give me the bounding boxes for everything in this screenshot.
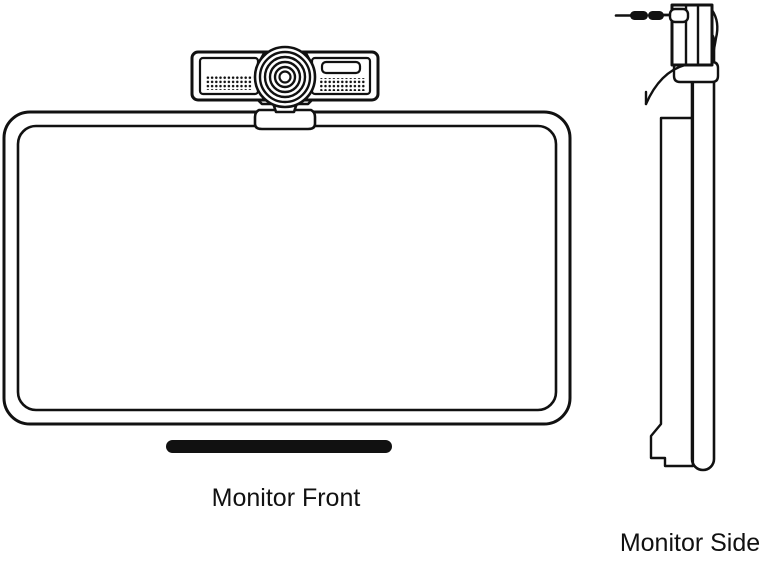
webcam-body [190, 45, 380, 109]
monitor-screen [16, 124, 558, 412]
monitor-stand-base [166, 440, 392, 453]
webcam-usb-cable [614, 7, 690, 106]
side-view-group: Monitor Side [614, 3, 760, 557]
webcam-indicator-light [320, 60, 362, 75]
cable-ferrite-bead-inner [648, 11, 664, 20]
monitor-side-panel [690, 28, 716, 472]
usb-connector [668, 7, 690, 24]
webcam-left-speaker-grille [206, 76, 252, 90]
monitor-side-back-housing [649, 116, 695, 468]
cable-ferrite-bead-outer [630, 11, 648, 20]
front-view-caption: Monitor Front [212, 484, 361, 512]
side-view-caption: Monitor Side [620, 529, 760, 557]
webcam-lens [253, 45, 317, 109]
webcam-right-speaker-grille [320, 78, 366, 91]
front-view-group: Monitor Front [2, 45, 572, 512]
